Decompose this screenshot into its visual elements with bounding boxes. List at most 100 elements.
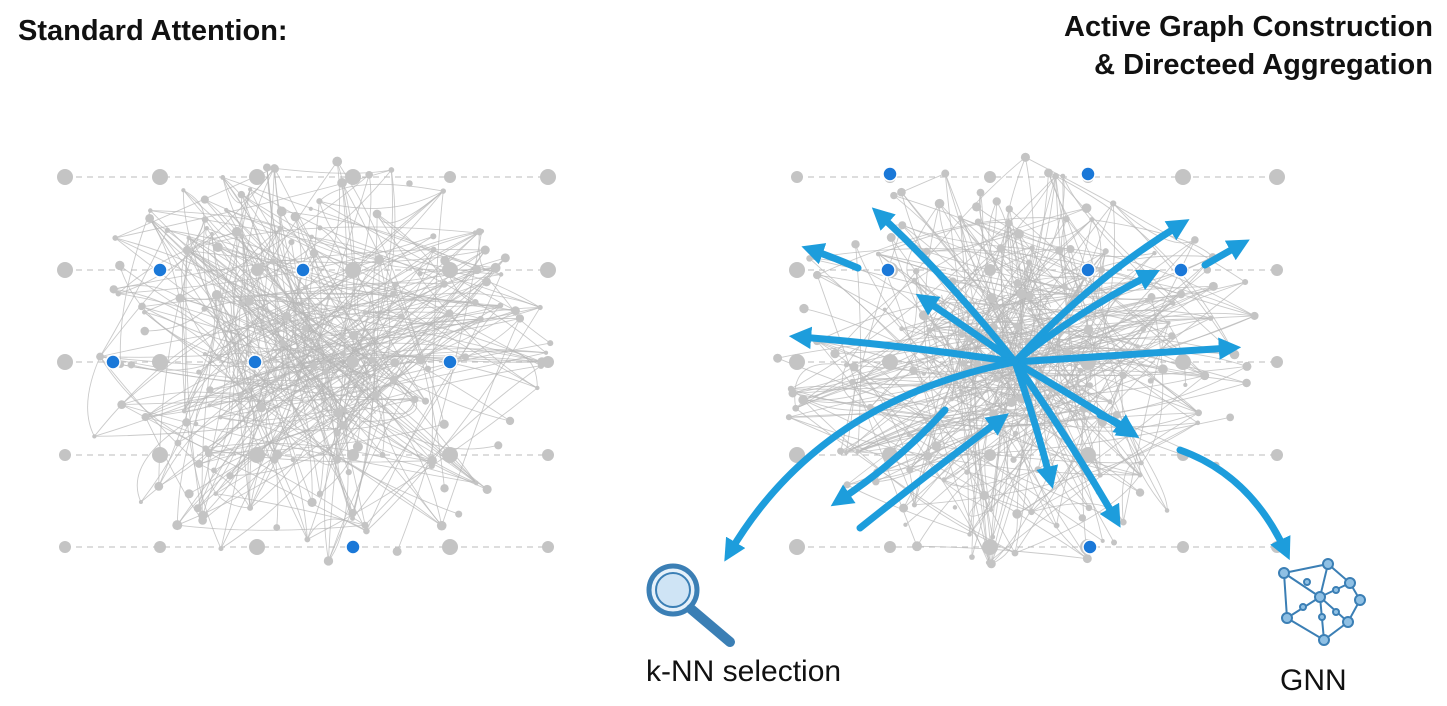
- attention-edge: [902, 224, 1021, 353]
- highlighted-node: [247, 354, 263, 370]
- token-node: [231, 226, 242, 237]
- attention-edge: [214, 296, 276, 389]
- token-node: [986, 293, 997, 303]
- token-node: [965, 335, 973, 343]
- attention-edge: [145, 339, 314, 418]
- token-node: [1138, 460, 1144, 466]
- token-node: [224, 207, 229, 213]
- token-node: [256, 402, 267, 413]
- token-node: [967, 532, 972, 537]
- attention-edge: [186, 249, 359, 322]
- token-node: [494, 441, 503, 450]
- grid-node: [1269, 169, 1285, 185]
- token-node: [445, 309, 454, 318]
- attention-edge: [1007, 223, 1020, 249]
- attention-edge: [229, 328, 306, 477]
- attention-edge: [878, 253, 1018, 284]
- attention-edge: [222, 177, 502, 275]
- aggregation-arrow: [1201, 239, 1250, 269]
- attention-edge: [969, 495, 992, 517]
- attention-edge: [382, 420, 499, 450]
- token-node: [949, 396, 955, 402]
- attention-edge: [183, 189, 205, 251]
- token-node: [461, 353, 470, 361]
- attention-edge: [336, 397, 415, 461]
- attention-edge: [792, 332, 1002, 394]
- highlighted-node: [1080, 166, 1096, 182]
- attention-edge: [794, 363, 855, 409]
- token-node: [1010, 456, 1017, 463]
- token-node: [138, 499, 143, 505]
- token-node: [843, 481, 851, 489]
- token-node: [480, 245, 490, 255]
- aggregation-arrow: [724, 358, 1019, 562]
- attention-edge: [1008, 223, 1022, 403]
- attention-edge: [351, 291, 375, 514]
- token-node: [923, 452, 933, 461]
- token-node: [773, 353, 783, 363]
- token-node: [309, 361, 318, 370]
- token-node: [348, 509, 357, 518]
- token-node: [109, 285, 118, 294]
- grid-node: [882, 354, 898, 370]
- attention-edge: [149, 218, 287, 405]
- token-node: [1028, 307, 1033, 312]
- token-node: [500, 253, 510, 263]
- attention-edge: [809, 258, 966, 405]
- attention-edge: [176, 343, 371, 526]
- attention-edge: [336, 318, 481, 461]
- token-node: [141, 413, 150, 422]
- token-node: [993, 375, 1000, 382]
- token-node: [239, 301, 245, 306]
- token-node: [181, 408, 187, 414]
- token-node: [154, 481, 164, 491]
- token-node: [244, 296, 254, 306]
- attention-edge: [306, 518, 367, 540]
- attention-edge: [396, 231, 483, 552]
- token-node: [498, 272, 504, 277]
- token-node: [986, 559, 996, 569]
- token-node: [547, 340, 554, 347]
- grid-node: [347, 449, 359, 461]
- attention-edge: [788, 416, 1032, 513]
- token-node: [206, 386, 214, 394]
- token-node: [172, 520, 183, 531]
- attention-edge: [119, 265, 242, 336]
- attention-edge: [198, 412, 339, 465]
- attention-edge: [393, 257, 506, 381]
- token-node: [979, 490, 990, 501]
- token-node: [1077, 367, 1084, 374]
- attention-edge: [969, 293, 1182, 535]
- token-node: [430, 233, 437, 240]
- grid-node: [540, 169, 556, 185]
- token-node: [186, 235, 192, 241]
- attention-edge: [1014, 474, 1141, 554]
- attention-edge: [816, 340, 915, 505]
- grid-node: [789, 447, 805, 463]
- token-node: [117, 400, 127, 409]
- token-node: [788, 389, 797, 398]
- attention-edge: [144, 311, 442, 527]
- attention-edge: [788, 414, 985, 430]
- attention-edge: [354, 268, 426, 402]
- token-node: [1152, 250, 1157, 256]
- token-node: [1011, 549, 1019, 557]
- attention-edge: [186, 227, 208, 246]
- token-node: [1200, 371, 1210, 381]
- token-node: [277, 225, 283, 231]
- attention-edge: [1079, 300, 1174, 323]
- aggregation-arrow: [1011, 219, 1190, 366]
- token-node: [273, 378, 279, 383]
- token-node: [903, 522, 908, 527]
- token-node: [427, 455, 437, 466]
- token-node: [1164, 508, 1170, 513]
- token-node: [181, 188, 186, 193]
- token-node: [976, 188, 985, 197]
- token-node: [1075, 380, 1080, 386]
- attention-edge: [358, 169, 396, 362]
- attention-edge: [341, 182, 445, 425]
- token-node: [1078, 514, 1087, 522]
- aggregation-arrow: [788, 326, 1019, 366]
- attention-edge: [240, 335, 354, 395]
- token-node: [365, 170, 373, 179]
